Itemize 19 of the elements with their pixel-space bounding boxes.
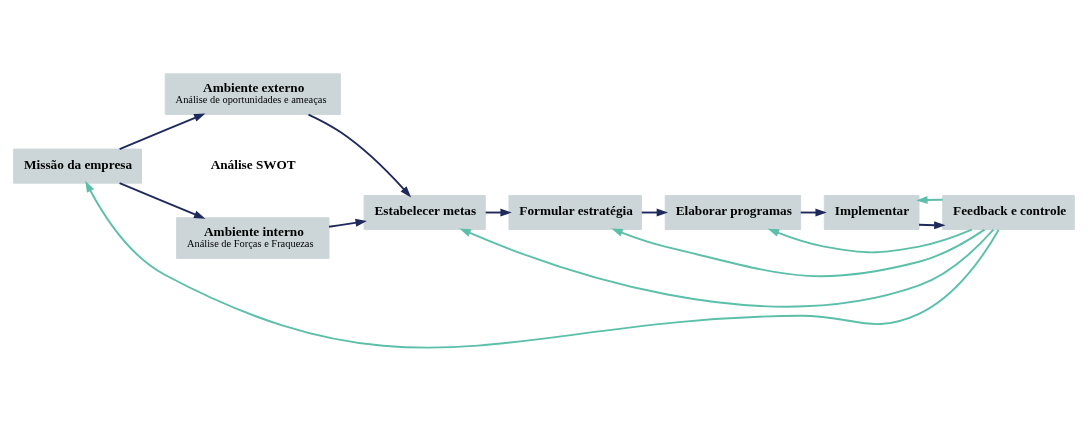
node-box: Missão da empresa (13, 148, 142, 184)
node-box: Formular estratégia (508, 195, 642, 231)
arrow (118, 113, 206, 150)
node-box: Ambiente externo Análise de oportunidades e ameaças (164, 73, 341, 115)
label: Análise SWOT (210, 156, 296, 172)
arrow (307, 113, 412, 198)
node-box: Implementar (823, 195, 920, 231)
arrow (767, 228, 973, 254)
arrow (118, 182, 206, 219)
arrow (918, 221, 946, 230)
node-box: Feedback e controle (942, 195, 1075, 231)
arrow (916, 195, 944, 204)
arrow (328, 218, 367, 228)
arrow (611, 228, 986, 278)
node-box: Elaborar programas (664, 195, 802, 231)
node-box: Estabelecer metas (363, 195, 486, 231)
arrow (459, 228, 995, 308)
arrow (85, 180, 1000, 349)
node-box: Ambiente interno Análise de Forças e Fraquezas (176, 217, 330, 259)
